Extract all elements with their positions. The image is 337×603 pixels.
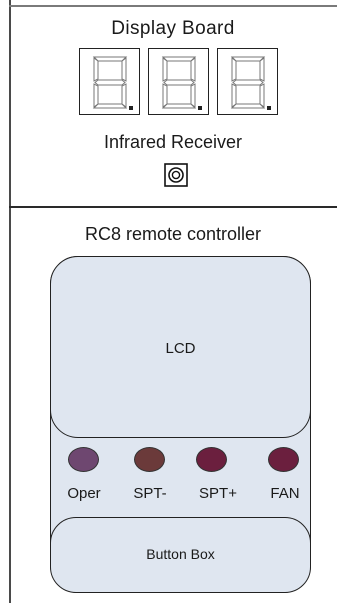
digit-3 [217, 48, 278, 115]
seven-segment-icon [92, 56, 133, 110]
section-divider [9, 206, 337, 208]
display-board-title: Display Board [111, 18, 235, 39]
digit-2 [148, 48, 209, 115]
fan-button-label: FAN [270, 485, 300, 502]
infrared-receiver-label: Infrared Receiver [103, 132, 243, 152]
remote-controller-title: RC8 remote controller [84, 224, 262, 244]
seven-segment-icon [161, 56, 202, 110]
oper-button-label: Oper [67, 485, 101, 502]
fan-button[interactable] [268, 447, 299, 472]
spt-plus-button-label: SPT+ [199, 485, 237, 502]
digit-1 [79, 48, 140, 115]
infrared-receiver-icon [164, 163, 188, 187]
spt-plus-button[interactable] [196, 447, 227, 472]
spt-minus-button-label: SPT- [133, 485, 167, 502]
button-box-label: Button Box [146, 546, 215, 562]
frame-top-border [9, 5, 337, 7]
spt-minus-button[interactable] [134, 447, 165, 472]
lcd-panel [50, 256, 311, 438]
frame-left-border [9, 0, 11, 603]
button-box [50, 517, 311, 593]
seven-segment-icon [230, 56, 271, 110]
oper-button[interactable] [68, 447, 99, 472]
lcd-label: LCD [165, 340, 196, 357]
seven-segment-display [79, 48, 281, 116]
